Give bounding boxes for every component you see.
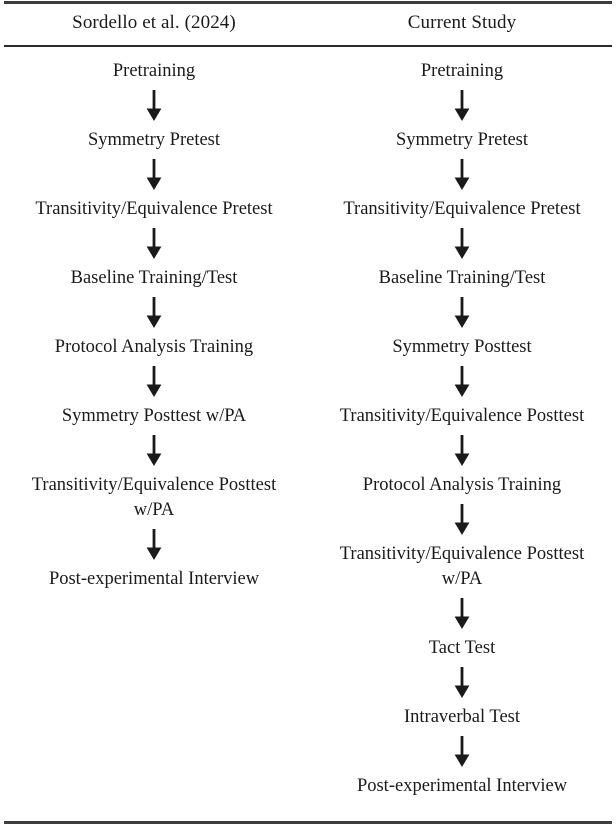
header-separator-rule: [4, 45, 612, 47]
flow-step: Symmetry Pretest: [87, 130, 221, 150]
flow-step: Intraverbal Test: [404, 707, 520, 727]
flow-step: Symmetry Posttest: [392, 337, 532, 357]
down-arrow-icon: [0, 523, 308, 567]
column-header-current-study: Current Study: [407, 12, 517, 33]
down-arrow-icon: [308, 84, 616, 128]
down-arrow-icon: [308, 153, 616, 197]
down-arrow-icon: [308, 291, 616, 335]
flow-step: Symmetry Pretest: [395, 130, 529, 150]
flow-step: Pretraining: [112, 61, 196, 81]
flow-step: Transitivity/Equivalence Posttest w/PA: [31, 475, 277, 520]
down-arrow-icon: [0, 222, 308, 266]
flow-step: Post-experimental Interview: [356, 776, 568, 796]
flow-step: Transitivity/Equivalence Pretest: [343, 199, 581, 219]
down-arrow-icon: [308, 730, 616, 774]
down-arrow-icon: [308, 592, 616, 636]
down-arrow-icon: [0, 153, 308, 197]
flow-step: Post-experimental Interview: [48, 569, 260, 589]
down-arrow-icon: [308, 661, 616, 705]
flow-step: Transitivity/Equivalence Posttest: [339, 406, 585, 426]
down-arrow-icon: [308, 498, 616, 542]
down-arrow-icon: [0, 429, 308, 473]
flow-step: Protocol Analysis Training: [362, 475, 562, 495]
down-arrow-icon: [308, 360, 616, 404]
down-arrow-icon: [0, 291, 308, 335]
table-bottom-rule: [4, 821, 612, 824]
flow-step: Baseline Training/Test: [70, 268, 238, 288]
table-top-rule: [4, 1, 612, 4]
column-header-row: Sordello et al. (2024) Current Study: [0, 8, 616, 42]
down-arrow-icon: [308, 429, 616, 473]
flow-step: Transitivity/Equivalence Pretest: [35, 199, 273, 219]
flow-step: Symmetry Posttest w/PA: [61, 406, 247, 426]
flow-step: Protocol Analysis Training: [54, 337, 254, 357]
down-arrow-icon: [0, 360, 308, 404]
flow-step: Baseline Training/Test: [378, 268, 546, 288]
down-arrow-icon: [308, 222, 616, 266]
flow-step: Transitivity/Equivalence Posttest w/PA: [339, 544, 585, 589]
down-arrow-icon: [0, 84, 308, 128]
column-header-sordello: Sordello et al. (2024): [72, 12, 236, 33]
flow-step: Pretraining: [420, 61, 504, 81]
flow-step: Tact Test: [428, 638, 496, 658]
